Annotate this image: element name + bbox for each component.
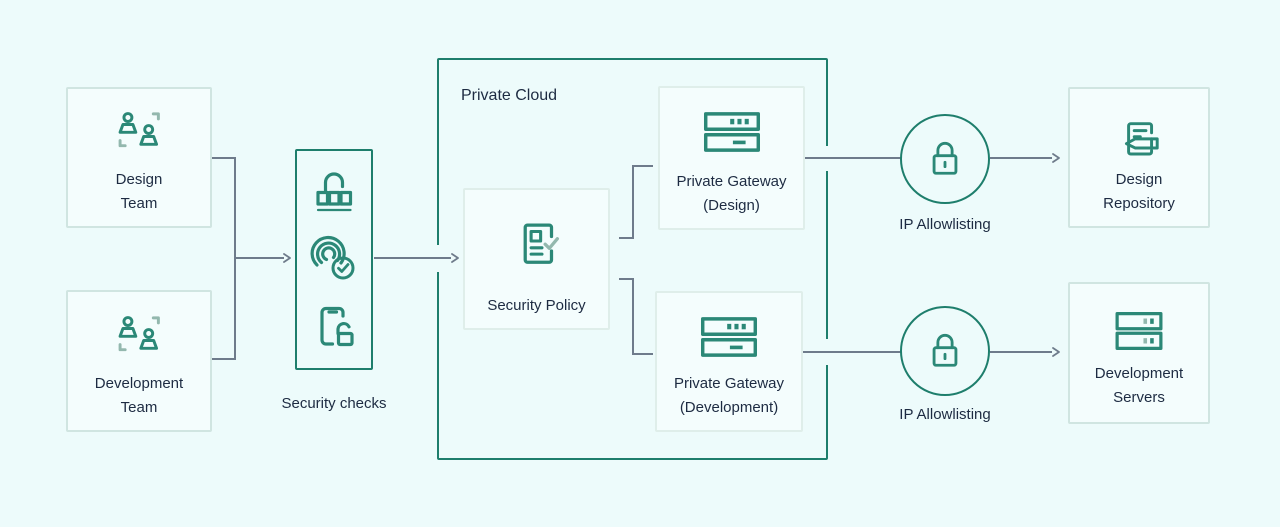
document-pencil-icon	[1124, 122, 1159, 156]
policy-document-check-icon	[523, 223, 559, 264]
connector-to-security-checks-line	[235, 257, 284, 259]
label-line: Team	[120, 195, 158, 212]
design-team-node: Design Team	[66, 87, 212, 228]
connector-policy-to-design-gateway-line	[632, 165, 653, 167]
ip-allowlisting-design-node	[900, 114, 990, 204]
connector-allowlist-to-repository-line	[990, 157, 1052, 159]
connector-policy-to-design-gateway-line	[619, 237, 634, 239]
private-gateway-design-node: Private Gateway (Design)	[658, 86, 805, 230]
lock-icon	[932, 333, 958, 367]
ip-allowlisting-development-node	[900, 306, 990, 396]
connector-to-private-cloud-line	[374, 257, 451, 259]
security-policy-label: Security Policy	[465, 294, 608, 318]
ip-allowlisting-design-label: IP Allowlisting	[899, 216, 991, 233]
gateway-server-icon	[700, 317, 758, 357]
label-line: Development	[94, 375, 184, 392]
connector-design-team-line	[212, 157, 236, 159]
gateway-server-icon	[703, 112, 760, 152]
arrowhead-icon	[283, 253, 291, 263]
development-team-node: Development Team	[66, 290, 212, 432]
connector-policy-to-development-gateway-line	[619, 278, 634, 280]
security-policy-node: Security Policy	[463, 188, 610, 330]
connector-policy-to-design-gateway-line	[632, 166, 634, 239]
development-servers-node: Development Servers	[1068, 282, 1210, 424]
connector-development-team-line	[212, 358, 236, 360]
connector-allowlist-to-servers-line	[990, 351, 1052, 353]
team-icon	[118, 112, 160, 148]
development-team-label: Development Team	[68, 372, 210, 420]
arrowhead-icon	[451, 253, 459, 263]
security-checks-label: Security checks	[281, 395, 387, 412]
design-repository-node: Design Repository	[1068, 87, 1210, 228]
private-gateway-design-label: Private Gateway (Design)	[660, 170, 803, 218]
fingerprint-check-icon	[310, 235, 355, 279]
private-gateway-development-label: Private Gateway (Development)	[657, 372, 801, 420]
label-line: Development	[1094, 365, 1184, 382]
label-line: (Development)	[679, 399, 779, 416]
label-line: Repository	[1103, 195, 1175, 212]
connector-policy-to-development-gateway-line	[632, 279, 634, 355]
connector-policy-to-development-gateway-line	[632, 353, 653, 355]
label-line: Design	[115, 171, 163, 188]
label-line: Servers	[1113, 389, 1165, 406]
lock-icon	[932, 141, 958, 175]
arrowhead-icon	[1052, 153, 1060, 163]
label-line: Private Gateway	[673, 375, 785, 392]
design-repository-label: Design Repository	[1070, 168, 1208, 216]
label-line: (Design)	[703, 197, 760, 214]
password-lock-icon	[316, 172, 353, 212]
label-line: Design	[1115, 171, 1163, 188]
connector-gateway-to-allowlist-top-line	[805, 157, 902, 159]
connector-gateway-to-allowlist-bottom-line	[803, 351, 902, 353]
security-checks-node	[295, 149, 373, 370]
design-team-label: Design Team	[68, 168, 210, 216]
server-stack-icon	[1115, 311, 1163, 351]
ip-allowlisting-development-label: IP Allowlisting	[899, 406, 991, 423]
private-gateway-development-node: Private Gateway (Development)	[655, 291, 803, 432]
arrowhead-icon	[1052, 347, 1060, 357]
label-line: Security Policy	[487, 297, 586, 314]
private-cloud-label: Private Cloud	[461, 87, 558, 104]
development-servers-label: Development Servers	[1070, 362, 1208, 410]
label-line: Private Gateway	[676, 173, 787, 190]
label-line: Team	[120, 399, 158, 416]
team-icon	[118, 316, 160, 352]
device-unlock-icon	[320, 306, 354, 346]
